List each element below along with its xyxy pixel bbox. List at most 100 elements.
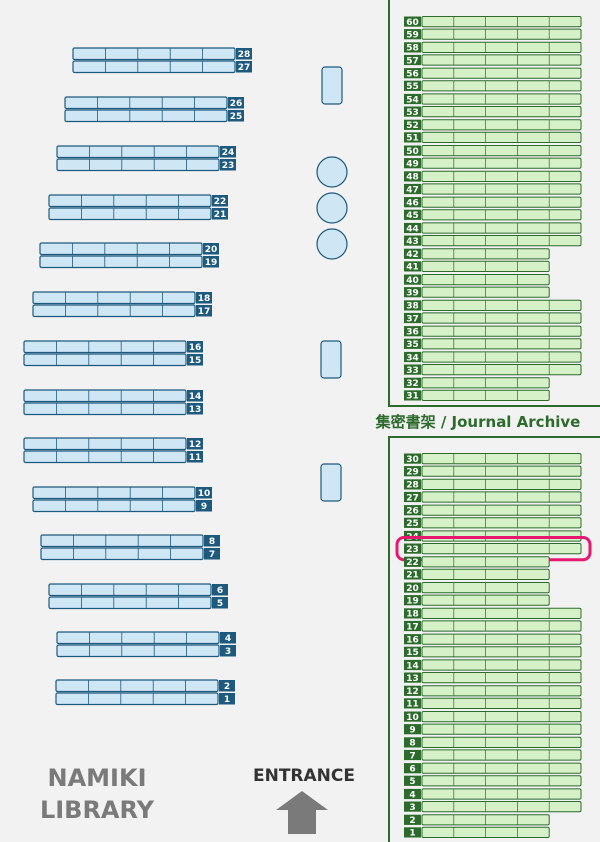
archive-shelf[interactable]: 3 — [404, 801, 582, 813]
shelf-number-badge — [204, 535, 220, 547]
archive-shelf[interactable]: 54 — [404, 93, 582, 105]
archive-shelf[interactable]: 6 — [404, 762, 582, 775]
archive-shelf[interactable]: 38 — [404, 299, 582, 312]
general-shelf[interactable]: 27 — [72, 60, 252, 74]
general-shelf[interactable]: 8 — [40, 534, 220, 548]
archive-shelf[interactable]: 51 — [404, 131, 582, 144]
archive-shelf[interactable]: 11 — [404, 697, 582, 710]
archive-shelf[interactable]: 10 — [404, 711, 582, 723]
archive-shelf[interactable]: 33 — [404, 364, 582, 376]
archive-shelf[interactable]: 5 — [404, 775, 582, 787]
archive-shelf[interactable]: 43 — [404, 235, 582, 247]
archive-shelf[interactable]: 32 — [404, 377, 550, 389]
archive-shelf[interactable]: 20 — [404, 582, 550, 594]
archive-shelf[interactable]: 59 — [404, 28, 582, 41]
archive-shelf[interactable]: 28 — [404, 478, 582, 491]
archive-shelf[interactable]: 30 — [404, 453, 582, 465]
archive-shelf[interactable]: 41 — [404, 260, 550, 273]
general-shelf[interactable]: 15 — [23, 353, 203, 367]
archive-shelf[interactable]: 47 — [404, 183, 582, 195]
shelf-body — [421, 465, 582, 477]
archive-shelf[interactable]: 23 — [404, 543, 582, 555]
archive-shelf[interactable]: 15 — [404, 646, 582, 658]
archive-shelf[interactable]: 40 — [404, 274, 550, 286]
general-shelf[interactable]: 5 — [48, 596, 228, 610]
archive-shelf[interactable]: 53 — [404, 106, 582, 118]
general-shelf[interactable]: 20 — [39, 242, 219, 256]
general-shelf[interactable]: 2 — [55, 679, 235, 693]
general-shelf[interactable]: 25 — [64, 109, 244, 123]
shelf-body — [421, 235, 582, 247]
general-shelf[interactable]: 6 — [48, 583, 228, 597]
archive-shelf[interactable]: 8 — [404, 736, 582, 749]
archive-shelf[interactable]: 35 — [404, 338, 582, 350]
archive-shelf[interactable]: 46 — [404, 196, 582, 209]
general-shelf[interactable]: 11 — [23, 450, 203, 464]
archive-shelf[interactable]: 26 — [404, 504, 582, 517]
archive-shelf[interactable]: 7 — [404, 749, 582, 761]
archive-shelf[interactable]: 42 — [404, 248, 550, 260]
archive-shelf[interactable]: 58 — [404, 41, 582, 54]
general-shelf[interactable]: 28 — [72, 47, 252, 61]
archive-shelf[interactable]: 49 — [404, 157, 582, 170]
general-shelf[interactable]: 4 — [56, 631, 236, 645]
general-shelf[interactable]: 18 — [32, 291, 212, 305]
general-shelf[interactable]: 26 — [64, 96, 244, 110]
archive-shelf[interactable]: 17 — [404, 620, 582, 632]
archive-shelf[interactable]: 27 — [404, 491, 582, 503]
general-shelf[interactable]: 21 — [48, 207, 228, 221]
general-shelf[interactable]: 13 — [23, 402, 203, 416]
general-shelf[interactable]: 17 — [32, 304, 212, 318]
archive-shelf[interactable]: 50 — [404, 145, 582, 157]
archive-shelf[interactable]: 19 — [404, 594, 550, 607]
archive-shelf[interactable]: 21 — [404, 568, 550, 581]
general-shelf[interactable]: 12 — [23, 437, 203, 451]
general-shelf[interactable]: 16 — [23, 340, 203, 354]
shelf-body — [421, 106, 582, 118]
archive-shelf[interactable]: 56 — [404, 67, 582, 80]
archive-shelf[interactable]: 52 — [404, 119, 582, 131]
archive-shelf[interactable]: 45 — [404, 209, 582, 221]
shelf-number: 3 — [225, 647, 231, 657]
archive-shelf[interactable]: 36 — [404, 325, 582, 338]
general-shelf[interactable]: 3 — [56, 644, 236, 658]
archive-shelf[interactable]: 1 — [404, 826, 550, 839]
archive-shelf[interactable]: 2 — [404, 814, 550, 826]
archive-shelf[interactable]: 55 — [404, 80, 582, 92]
shelf-number-badge — [404, 16, 421, 27]
general-shelf[interactable]: 23 — [56, 158, 236, 172]
general-shelf[interactable]: 10 — [32, 486, 212, 500]
shelf-body — [40, 534, 204, 548]
general-shelf[interactable]: 22 — [48, 194, 228, 208]
archive-shelf[interactable]: 34 — [404, 351, 582, 363]
archive-shelf[interactable]: 12 — [404, 685, 582, 697]
general-shelf[interactable]: 9 — [32, 499, 212, 513]
archive-shelf[interactable]: 44 — [404, 222, 582, 234]
shelf-number-badge — [404, 749, 421, 761]
archive-shelf[interactable]: 39 — [404, 286, 550, 299]
general-shelf[interactable]: 14 — [23, 389, 203, 403]
archive-shelf[interactable]: 57 — [404, 54, 582, 66]
archive-shelf[interactable]: 31 — [404, 389, 550, 402]
archive-shelf[interactable]: 48 — [404, 170, 582, 183]
general-shelf[interactable]: 24 — [56, 145, 236, 159]
general-shelf[interactable]: 1 — [55, 692, 235, 706]
archive-shelf[interactable]: 16 — [404, 633, 582, 646]
archive-shelf[interactable]: 14 — [404, 659, 582, 671]
archive-shelf[interactable]: 18 — [404, 607, 582, 620]
shelf-number-badge — [404, 248, 421, 259]
archive-shelf[interactable]: 60 — [404, 16, 582, 28]
archive-shelf[interactable]: 37 — [404, 312, 582, 324]
general-shelf[interactable]: 7 — [40, 547, 220, 561]
shelf-number-badge — [404, 595, 421, 606]
general-shelf[interactable]: 19 — [39, 255, 219, 269]
archive-shelf[interactable]: 29 — [404, 465, 582, 478]
archive-shelf[interactable]: 9 — [404, 723, 582, 736]
shelf-number: 26 — [406, 507, 419, 517]
archive-shelf[interactable]: 22 — [404, 556, 550, 568]
archive-shelf[interactable]: 13 — [404, 672, 582, 684]
archive-shelf[interactable]: 4 — [404, 788, 582, 800]
archive-shelf[interactable]: 25 — [404, 517, 582, 529]
